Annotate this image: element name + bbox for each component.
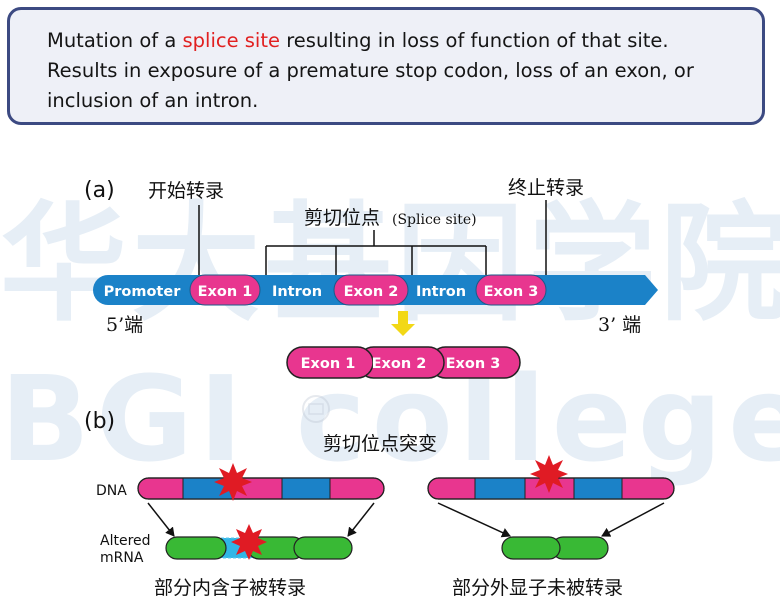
right-altered-mrna [501, 536, 609, 560]
banner-text-before: Mutation of a [47, 29, 183, 52]
exon-3-segment [475, 274, 547, 306]
segment-label-exon-1: Exon 1 [198, 284, 253, 300]
altered-label-line-2: mRNA [100, 550, 144, 566]
segment-label-intron-2: Intron [416, 284, 466, 300]
watermark-logo-icon [302, 395, 330, 423]
left-arrow-start [147, 502, 175, 537]
mature-exon-1-label: Exon 1 [301, 356, 356, 372]
segment-label-promoter: Promoter [104, 284, 182, 300]
right-arrow-end [601, 502, 665, 537]
banner-highlight: splice site [182, 29, 280, 52]
mature-exon-2-label: Exon 2 [372, 356, 427, 372]
three-prime-label: 3’ 端 [598, 314, 641, 336]
gene-bar: Promoter Exon 1 Intron Exon 2 Intron Exo… [93, 274, 658, 306]
splicing-arrow-icon [391, 311, 415, 336]
banner-text-after: resulting in loss of function of that si… [47, 29, 694, 112]
dna-row-label: DNA [96, 483, 127, 499]
segment-label-intron-1: Intron [272, 284, 322, 300]
right-mutation-star-icon [530, 455, 568, 493]
right-dna-strand [427, 477, 675, 500]
right-caption: 部分外显子未被转录 [452, 577, 623, 599]
mature-mrna: Exon 1 Exon 2 Exon 3 [286, 346, 521, 379]
splice-site-label-cn: 剪切位点 [304, 207, 380, 229]
exon-2-segment [333, 274, 409, 306]
end-transcription-label: 终止转录 [508, 177, 584, 199]
five-prime-label: 5’端 [106, 314, 143, 336]
exon-1-segment [189, 274, 261, 306]
watermark-cn: 华大基因学院 [0, 190, 780, 339]
splice-site-label-en: (Splice site) [392, 212, 477, 228]
splice-mutation-title: 剪切位点突变 [323, 433, 437, 455]
mrna-mutation-star-icon [231, 524, 267, 560]
segment-label-exon-3: Exon 3 [484, 284, 539, 300]
start-transcription-label: 开始转录 [148, 180, 224, 202]
panel-b-label: (b) [84, 409, 115, 434]
left-arrow-end [347, 502, 375, 537]
panel-a-label: (a) [84, 178, 115, 203]
altered-label-line-1: Altered [100, 533, 151, 549]
left-mutation-star-icon [214, 463, 252, 501]
left-caption: 部分内含子被转录 [154, 577, 306, 599]
segment-label-exon-2: Exon 2 [344, 284, 399, 300]
definition-banner: Mutation of a splice site resulting in l… [7, 7, 765, 125]
right-arrow-start [437, 502, 511, 538]
left-dna-strand [137, 477, 385, 500]
mature-exon-3-label: Exon 3 [446, 356, 501, 372]
